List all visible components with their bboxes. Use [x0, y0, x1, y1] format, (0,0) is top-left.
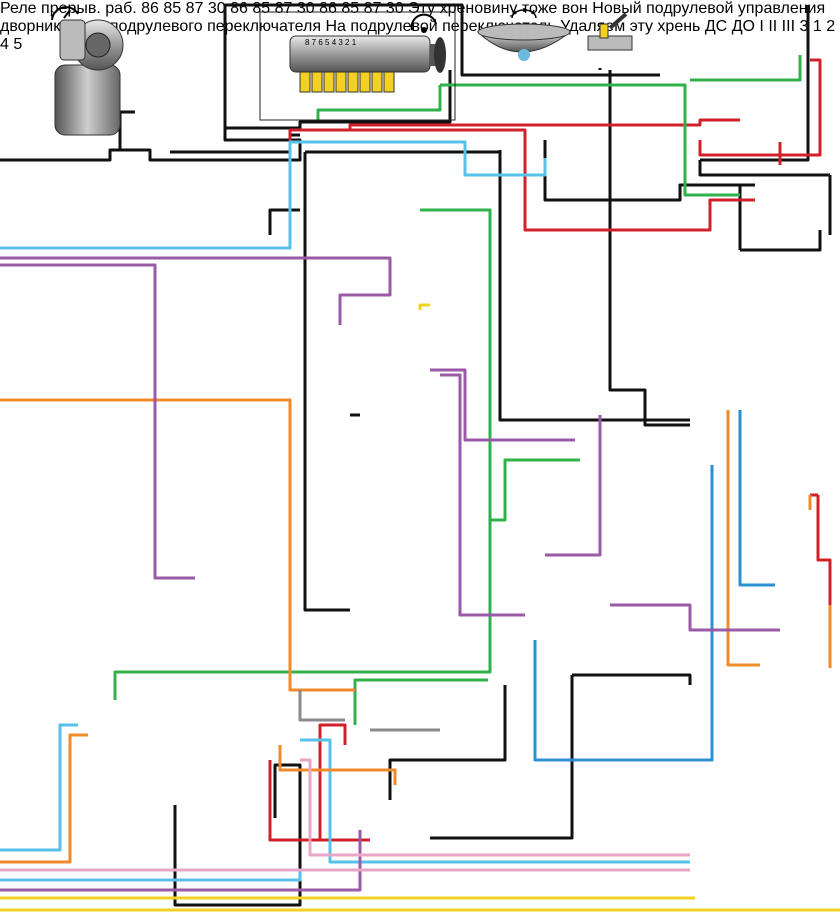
wire-blue	[533, 470, 714, 762]
headlight-pin-do: ДО	[731, 18, 755, 35]
wire-purple	[610, 603, 780, 632]
relay-pin-label: 30	[207, 0, 226, 17]
relay-pin-label: 85	[163, 0, 182, 17]
wire-blue	[738, 410, 775, 587]
wire-black	[225, 70, 452, 130]
wire-black	[268, 208, 300, 235]
wire-purple	[0, 256, 392, 325]
switch-pin-numbers: 8 7 6 5 4 3 2 1	[305, 38, 357, 47]
lamp-symbol-icon	[511, 8, 537, 19]
wire-green	[353, 678, 488, 725]
from-stalk-label-line2: переключателя	[207, 18, 321, 35]
wire-purple	[545, 415, 602, 557]
wire-orange	[726, 410, 760, 667]
wire-red	[698, 58, 822, 157]
relay-pin-label: 87	[185, 0, 204, 17]
wire-orange	[278, 745, 397, 785]
wire-purple	[0, 263, 195, 580]
door-switch	[587, 12, 633, 51]
wire-gray	[298, 690, 345, 722]
to-stalk-label-line1: На подрулевой	[325, 18, 438, 35]
new-stalk-label-line1: Новый	[592, 0, 642, 17]
interior-lamp	[476, 8, 572, 61]
wire-black	[608, 70, 690, 427]
interrupter-relay-box: Реле прерыв. раб. 86 85 87 30 2040608010…	[0, 0, 835, 53]
wires	[0, 3, 840, 912]
relay-pin-label: 86	[141, 0, 159, 17]
wire-black	[543, 140, 740, 202]
relay-title-line1: Реле	[0, 0, 37, 17]
wire-blue	[0, 870, 302, 882]
wire-black	[170, 133, 300, 154]
relay-top: 86 85 87 30	[141, 0, 230, 17]
headlight-pin-ds: ДС	[704, 18, 728, 35]
light-switch-pin-3: 3	[799, 18, 809, 35]
wire-pink	[300, 758, 690, 857]
wire-black	[740, 230, 822, 252]
wire-black	[698, 160, 740, 177]
wire-blue	[300, 738, 690, 864]
wire-red	[348, 118, 740, 130]
wire-green	[113, 520, 492, 700]
wire-black	[430, 675, 574, 840]
wire-blue	[0, 140, 547, 250]
wire-green	[690, 55, 802, 82]
wire-black	[118, 110, 135, 150]
wire-red	[816, 495, 832, 630]
wire-black	[738, 183, 755, 250]
light-switch-pos-1: I	[759, 18, 764, 35]
from-stalk-label-line1: С подрулевого	[93, 18, 203, 35]
light-switch-pos-3: III	[781, 18, 796, 35]
wire-blue	[0, 723, 78, 852]
wire-black	[303, 152, 350, 612]
wire-black	[700, 5, 810, 162]
wire-black	[498, 150, 690, 422]
new-stalk-label-line2: подрулевой	[646, 0, 734, 17]
wire-green	[440, 83, 740, 197]
switch-pins	[299, 71, 395, 93]
wire-orange	[0, 398, 355, 692]
wire-green	[420, 208, 580, 522]
wire-green	[316, 85, 442, 120]
relay-title-line2: прерыв. раб.	[41, 0, 137, 17]
wire-purple	[0, 830, 362, 892]
light-switch-pin-5: 5	[13, 36, 23, 53]
wiper-motor	[51, 6, 124, 136]
wire-yellow	[418, 303, 430, 310]
light-switch-pos-2: II	[768, 18, 778, 35]
remove-this-label: Удаляем эту хрень	[560, 18, 701, 35]
wire-purple	[440, 373, 525, 617]
remove-this-leader: 86 85 87 30 86 85 87 30 Эту хреновину то…	[0, 0, 835, 53]
remove-this-too-box	[259, 11, 456, 121]
wire-black	[572, 673, 692, 685]
wire-black	[388, 685, 507, 800]
light-switch-pin-4: 4	[0, 36, 9, 53]
wire-black	[273, 763, 302, 850]
wire-red	[318, 723, 347, 840]
light-switch-pin-2: 2	[826, 18, 836, 35]
remove-this-too-label-line2: тоже вон	[521, 0, 588, 17]
new-stalk-label-line3: управления	[737, 0, 826, 17]
light-switch-pin-1: 1	[812, 18, 822, 35]
wire-purple	[430, 368, 575, 442]
wire-black	[0, 3, 660, 162]
wire-red	[268, 760, 370, 842]
wiper-symbol-icon	[51, 6, 79, 21]
remove-this-box: 86 85 87 30 86 85 87 30 Эту хреновину то…	[0, 0, 835, 53]
wiper-switch: 8 7 6 5 4 3 2 1	[289, 13, 446, 93]
washer-symbol-icon	[410, 13, 437, 33]
wire-orange	[0, 733, 88, 864]
